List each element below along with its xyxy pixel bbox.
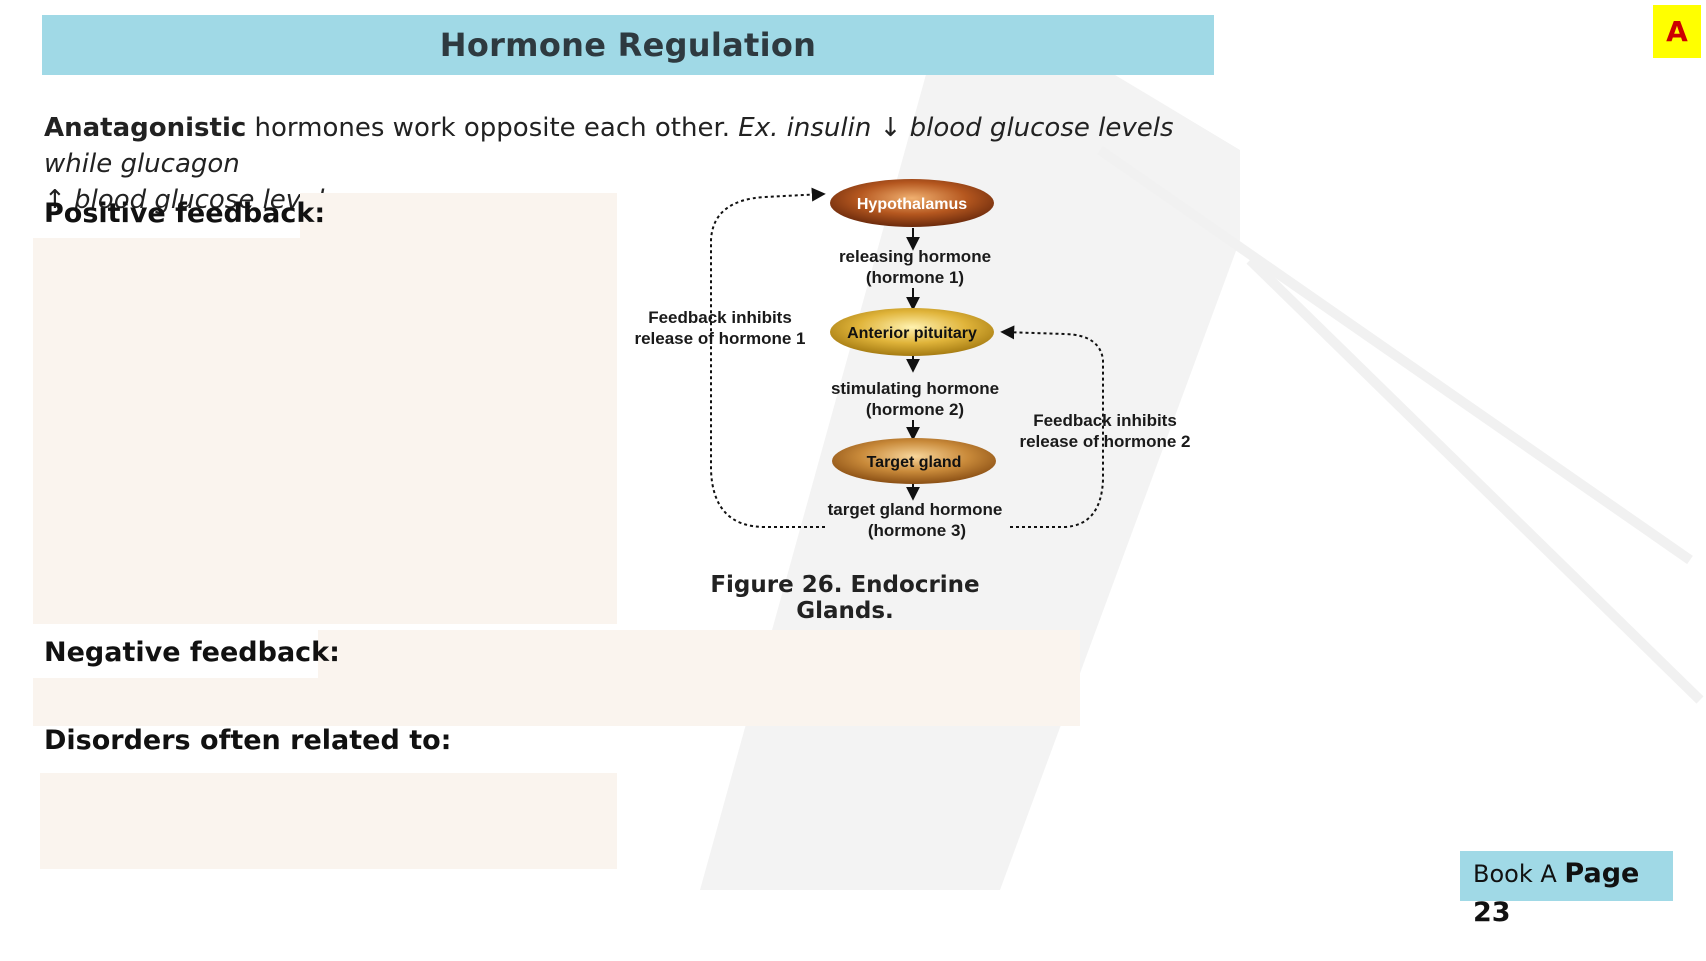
target-gland-node [832,438,996,484]
hormone1-line2: (hormone 1) [866,268,964,287]
intro-example: Ex. insulin [738,113,880,143]
positive-feedback-label: Positive feedback: [44,198,326,229]
book-label: Book A [1473,860,1565,888]
title-bar [42,15,1214,75]
hormone2-line1: stimulating hormone [831,379,999,398]
page-title: Hormone Regulation [439,26,817,64]
hypothalamus-node [830,179,994,227]
disorders-label: Disorders often related to: [44,725,452,756]
positive-feedback-answer-area[interactable] [33,238,617,624]
feedback-loop-right [1000,325,1104,528]
hormone3-line2: (hormone 3) [868,521,966,540]
hypothalamus-label: Hypothalamus [857,196,967,213]
down-arrow-icon: ↓ [879,113,902,143]
intro-mid: blood glucose levels while glucagon [44,113,1174,179]
figure-caption: Figure 26. Endocrine Glands. [710,572,980,624]
positive-feedback-cover [300,193,617,243]
feedback-left-line1: Feedback inhibits [648,308,792,327]
hormone2-line2: (hormone 2) [866,400,964,419]
endocrine-diagram: Hypothalamus Anterior pituitary Target g… [634,179,1191,540]
negative-feedback-label: Negative feedback: [44,637,340,668]
intro-paragraph: Anatagonistic hormones work opposite eac… [44,110,1224,218]
intro-term: Anatagonistic [44,113,247,143]
page-word: Page [1564,858,1640,889]
hormone3-line1: target gland hormone [828,500,1003,519]
feedback-right-line1: Feedback inhibits [1033,411,1177,430]
intro-text: hormones work opposite each other. [246,113,739,143]
book-reference: Book A Page [1473,858,1639,889]
negative-feedback-answer-area[interactable] [33,678,1080,726]
target-gland-label: Target gland [867,454,962,471]
feedback-left-line2: release of hormone 1 [634,329,805,348]
disorders-answer-area[interactable] [40,773,617,869]
negative-feedback-cover [318,630,1080,680]
feedback-loop-left [710,187,826,528]
book-page-box [1460,851,1673,901]
anterior-pituitary-label: Anterior pituitary [847,325,977,342]
section-badge: A [1653,5,1701,58]
hormone1-line1: releasing hormone [839,247,991,266]
anterior-pituitary-node [830,308,994,356]
feedback-right-line2: release of hormone 2 [1019,432,1190,451]
up-arrow-icon: ↑ [44,185,66,215]
page-number: 23 [1473,897,1511,928]
